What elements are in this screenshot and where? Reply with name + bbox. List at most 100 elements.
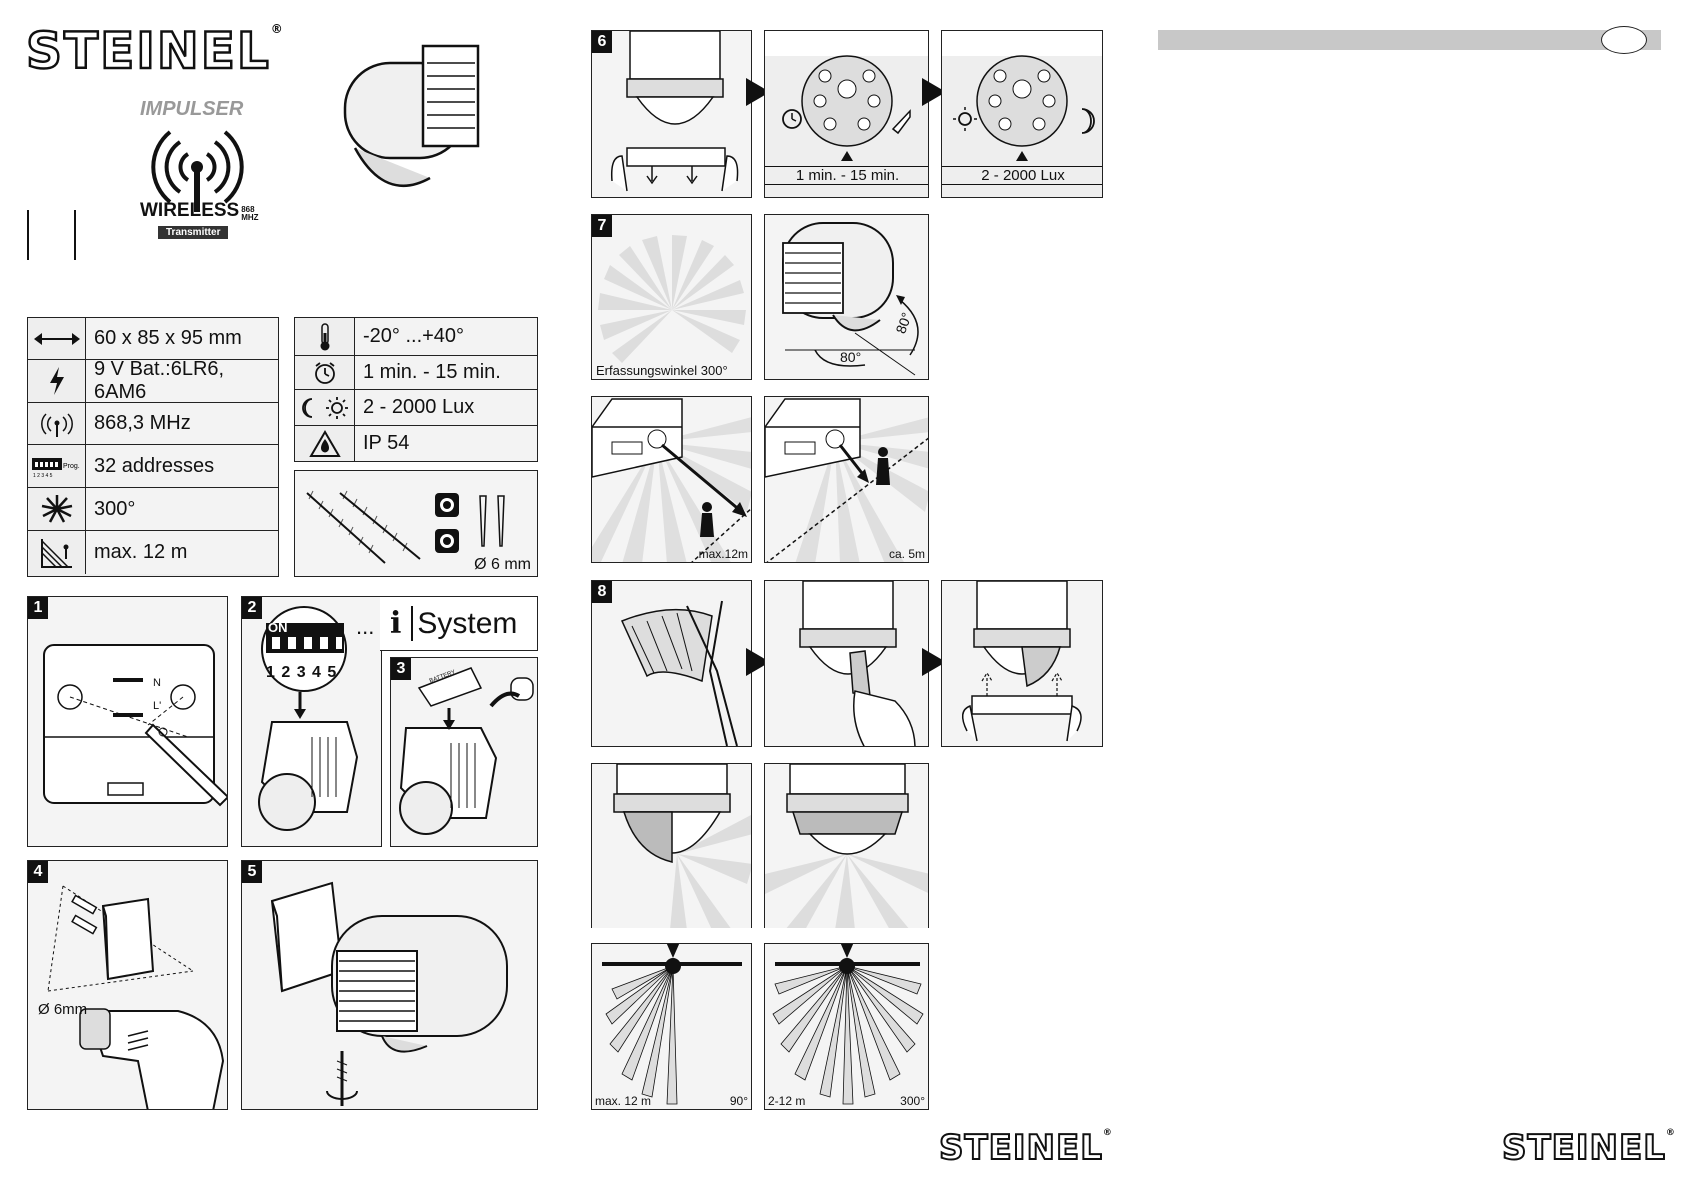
moon-sun-icon (295, 390, 355, 425)
detection-angle-illustration (598, 235, 746, 363)
brand-logo-footer: STEINEL® (938, 1127, 1113, 1169)
lux-range-label: 2 - 2000 Lux (942, 166, 1102, 185)
language-oval[interactable] (1601, 26, 1647, 54)
water-drop-icon (295, 426, 355, 461)
spec-value: IP 54 (355, 426, 537, 461)
header-bar (1158, 30, 1661, 50)
step-number: 6 (592, 31, 612, 53)
house-range-near-illustration (765, 398, 928, 562)
motion-detector-illustration (343, 44, 480, 187)
dip-switch-icon: Prog. 1 2 3 4 5 (28, 445, 86, 487)
thermometer-icon (295, 318, 355, 355)
brand-logo: STEINEL® (25, 21, 285, 82)
spec-value: 868,3 MHz (86, 403, 278, 444)
lux-dial-illustration (953, 55, 1095, 161)
step-8-panel: 8 (591, 580, 752, 747)
info-icon: i (380, 606, 414, 641)
spec-value: 2 - 2000 Lux (355, 390, 537, 425)
dip-digits-label: 1 2 3 4 5 (266, 664, 338, 681)
drill-mounting-illustration (47, 885, 225, 1109)
coverage-90-panel: max. 12 m 90° (591, 943, 752, 1110)
spec-value: 60 x 85 x 95 mm (86, 318, 278, 359)
spec-value: max. 12 m (86, 531, 278, 574)
wall-mount-plate-illustration (43, 644, 227, 807)
divider (74, 210, 76, 260)
spec-row: IP 54 (295, 426, 537, 461)
spec-row: 300° (28, 488, 278, 531)
radio-signal-icon (28, 403, 86, 444)
timer-icon (295, 356, 355, 389)
power-bolt-icon (28, 360, 86, 402)
spec-table-right: -20° ...+40° 1 min. - 15 min. 2 - 2000 L… (294, 317, 538, 462)
half-shield-panel (591, 763, 752, 929)
detection-angle-label: Erfassungswinkel 300° (596, 363, 728, 378)
house-range-far-illustration (592, 398, 751, 562)
spec-value: 32 addresses (86, 445, 278, 487)
step-4-panel: 4 Ø 6mm (27, 860, 228, 1110)
spec-row: 1 min. - 15 min. (295, 356, 537, 390)
spec-value: -20° ...+40° (355, 318, 537, 355)
spec-table-left: 60 x 85 x 95 mm 9 V Bat.:6LR6, 6AM6 868,… (27, 317, 279, 577)
coverage-right-range: 2-12 m (768, 1094, 806, 1108)
time-dial-illustration (782, 55, 911, 161)
coverage-300-illustration (772, 944, 924, 1105)
angle-degree-label: 80° (840, 349, 862, 365)
step-7-panel: 7 Erfassungswinkel 300° (591, 214, 752, 380)
step-number: 5 (242, 861, 262, 883)
spec-value: 300° (86, 488, 278, 530)
shield-fitted-illustration (961, 581, 1082, 742)
step-number: 2 (242, 597, 262, 619)
dip-switch-zoom-illustration (258, 606, 359, 831)
time-range-label: 1 min. - 15 min. (765, 166, 928, 185)
step-number: 3 (391, 658, 411, 680)
range-far-label: max.12m (698, 547, 748, 561)
system-info-box: i System (380, 596, 538, 651)
half-shield-illustration (613, 764, 751, 928)
step-5-panel: 5 (241, 860, 538, 1110)
step-number: 8 (592, 581, 612, 603)
brand-logo-footer-right: STEINEL® (1501, 1127, 1676, 1169)
ring-shield-illustration (765, 764, 928, 928)
coverage-90-illustration (602, 944, 742, 1105)
range-icon (28, 531, 86, 574)
svg-text:Prog.: Prog. (63, 463, 80, 470)
svg-text:1 2 3 4 5: 1 2 3 4 5 (33, 473, 53, 478)
spec-row: 2 - 2000 Lux (295, 390, 537, 426)
spec-row: 60 x 85 x 95 mm (28, 318, 278, 360)
drill-size-label: Ø 6mm (38, 1001, 88, 1018)
spec-row: max. 12 m (28, 531, 278, 574)
cut-shield-illustration (620, 600, 738, 746)
ring-shield-panel (764, 763, 929, 929)
detection-angle-icon (28, 488, 86, 530)
spec-row: 9 V Bat.:6LR6, 6AM6 (28, 358, 278, 403)
system-label: System (417, 606, 518, 640)
step-6-panel: 6 (591, 30, 752, 198)
dimensions-arrow-icon (28, 318, 86, 359)
screws-panel: Ø 6 mm (294, 470, 538, 577)
spec-value: 9 V Bat.:6LR6, 6AM6 (86, 358, 278, 403)
coverage-right-angle: 300° (900, 1094, 925, 1108)
range-far-panel: max.12m (591, 396, 752, 563)
coverage-300-panel: 2-12 m 300° (764, 943, 929, 1110)
step-number: 7 (592, 215, 612, 237)
spec-value: 1 min. - 15 min. (355, 356, 537, 389)
spec-row: 868,3 MHz (28, 403, 278, 445)
dip-on-label: ON (268, 620, 288, 635)
shield-attach-panel (764, 580, 929, 747)
attach-sensor-illustration (270, 881, 508, 1106)
sensor-tilt-illustration (782, 222, 919, 376)
time-dial-panel: 1 min. - 15 min. (764, 30, 929, 198)
shield-attach-illustration (799, 581, 916, 746)
step-1-panel: 1 N L' (27, 596, 228, 847)
battery-insert-illustration (399, 667, 534, 835)
line-label: L' (153, 700, 162, 712)
ellipsis: ... (356, 614, 375, 639)
screws-illustration (306, 490, 505, 564)
wireless-label: WIRELESS (140, 200, 240, 221)
coverage-left-angle: 90° (729, 1094, 748, 1108)
cover-removal-illustration (610, 31, 739, 192)
range-near-panel: ca. 5m (764, 396, 929, 563)
step-2-panel: 2 ON 1 2 3 4 5 (241, 596, 382, 847)
impulser-label: IMPULSER (140, 98, 244, 120)
